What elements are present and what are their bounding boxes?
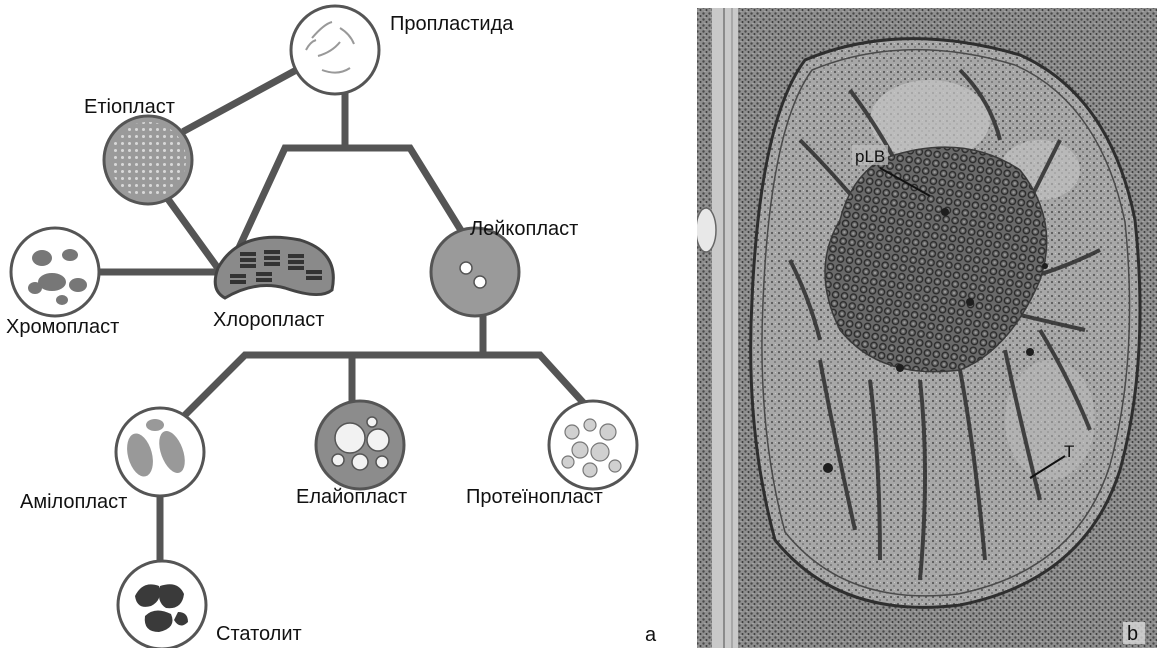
proteinoplast-node (549, 401, 637, 489)
panel-b-label: b (1127, 623, 1138, 645)
label-leucoplast: Лейкопласт (470, 218, 578, 240)
proplastid-node (291, 6, 379, 94)
label-plb: pLB (855, 147, 885, 166)
connector-etioplast-chloroplast (160, 188, 225, 278)
etioplast-node (104, 116, 192, 204)
statolith-node (118, 561, 206, 648)
leucoplast-node (431, 228, 519, 316)
panel-b-micrograph: pLB T b (696, 8, 1157, 648)
panel-a-diagram: Пропластида Етіопласт Лейкопласт Хромопл… (6, 6, 657, 648)
elaioplast-node (316, 401, 404, 489)
label-proteinoplast: Протеїнопласт (466, 486, 603, 508)
chloroplast-node (215, 237, 333, 298)
amyloplast-node (116, 408, 204, 496)
label-chloroplast: Хлоропласт (213, 309, 324, 331)
label-thylakoid: T (1064, 442, 1074, 461)
connector-proplastid-etioplast (186, 68, 300, 130)
panel-a-label: a (645, 624, 657, 646)
label-etioplast: Етіопласт (84, 96, 175, 118)
label-statolith: Статолит (216, 623, 302, 645)
label-elaioplast: Елайопласт (296, 486, 407, 508)
cell-wall (712, 8, 738, 648)
label-chromoplast: Хромопласт (6, 316, 119, 338)
label-proplastid: Пропластида (390, 13, 514, 35)
label-amyloplast: Амілопласт (20, 491, 127, 513)
chromoplast-node (11, 228, 99, 316)
